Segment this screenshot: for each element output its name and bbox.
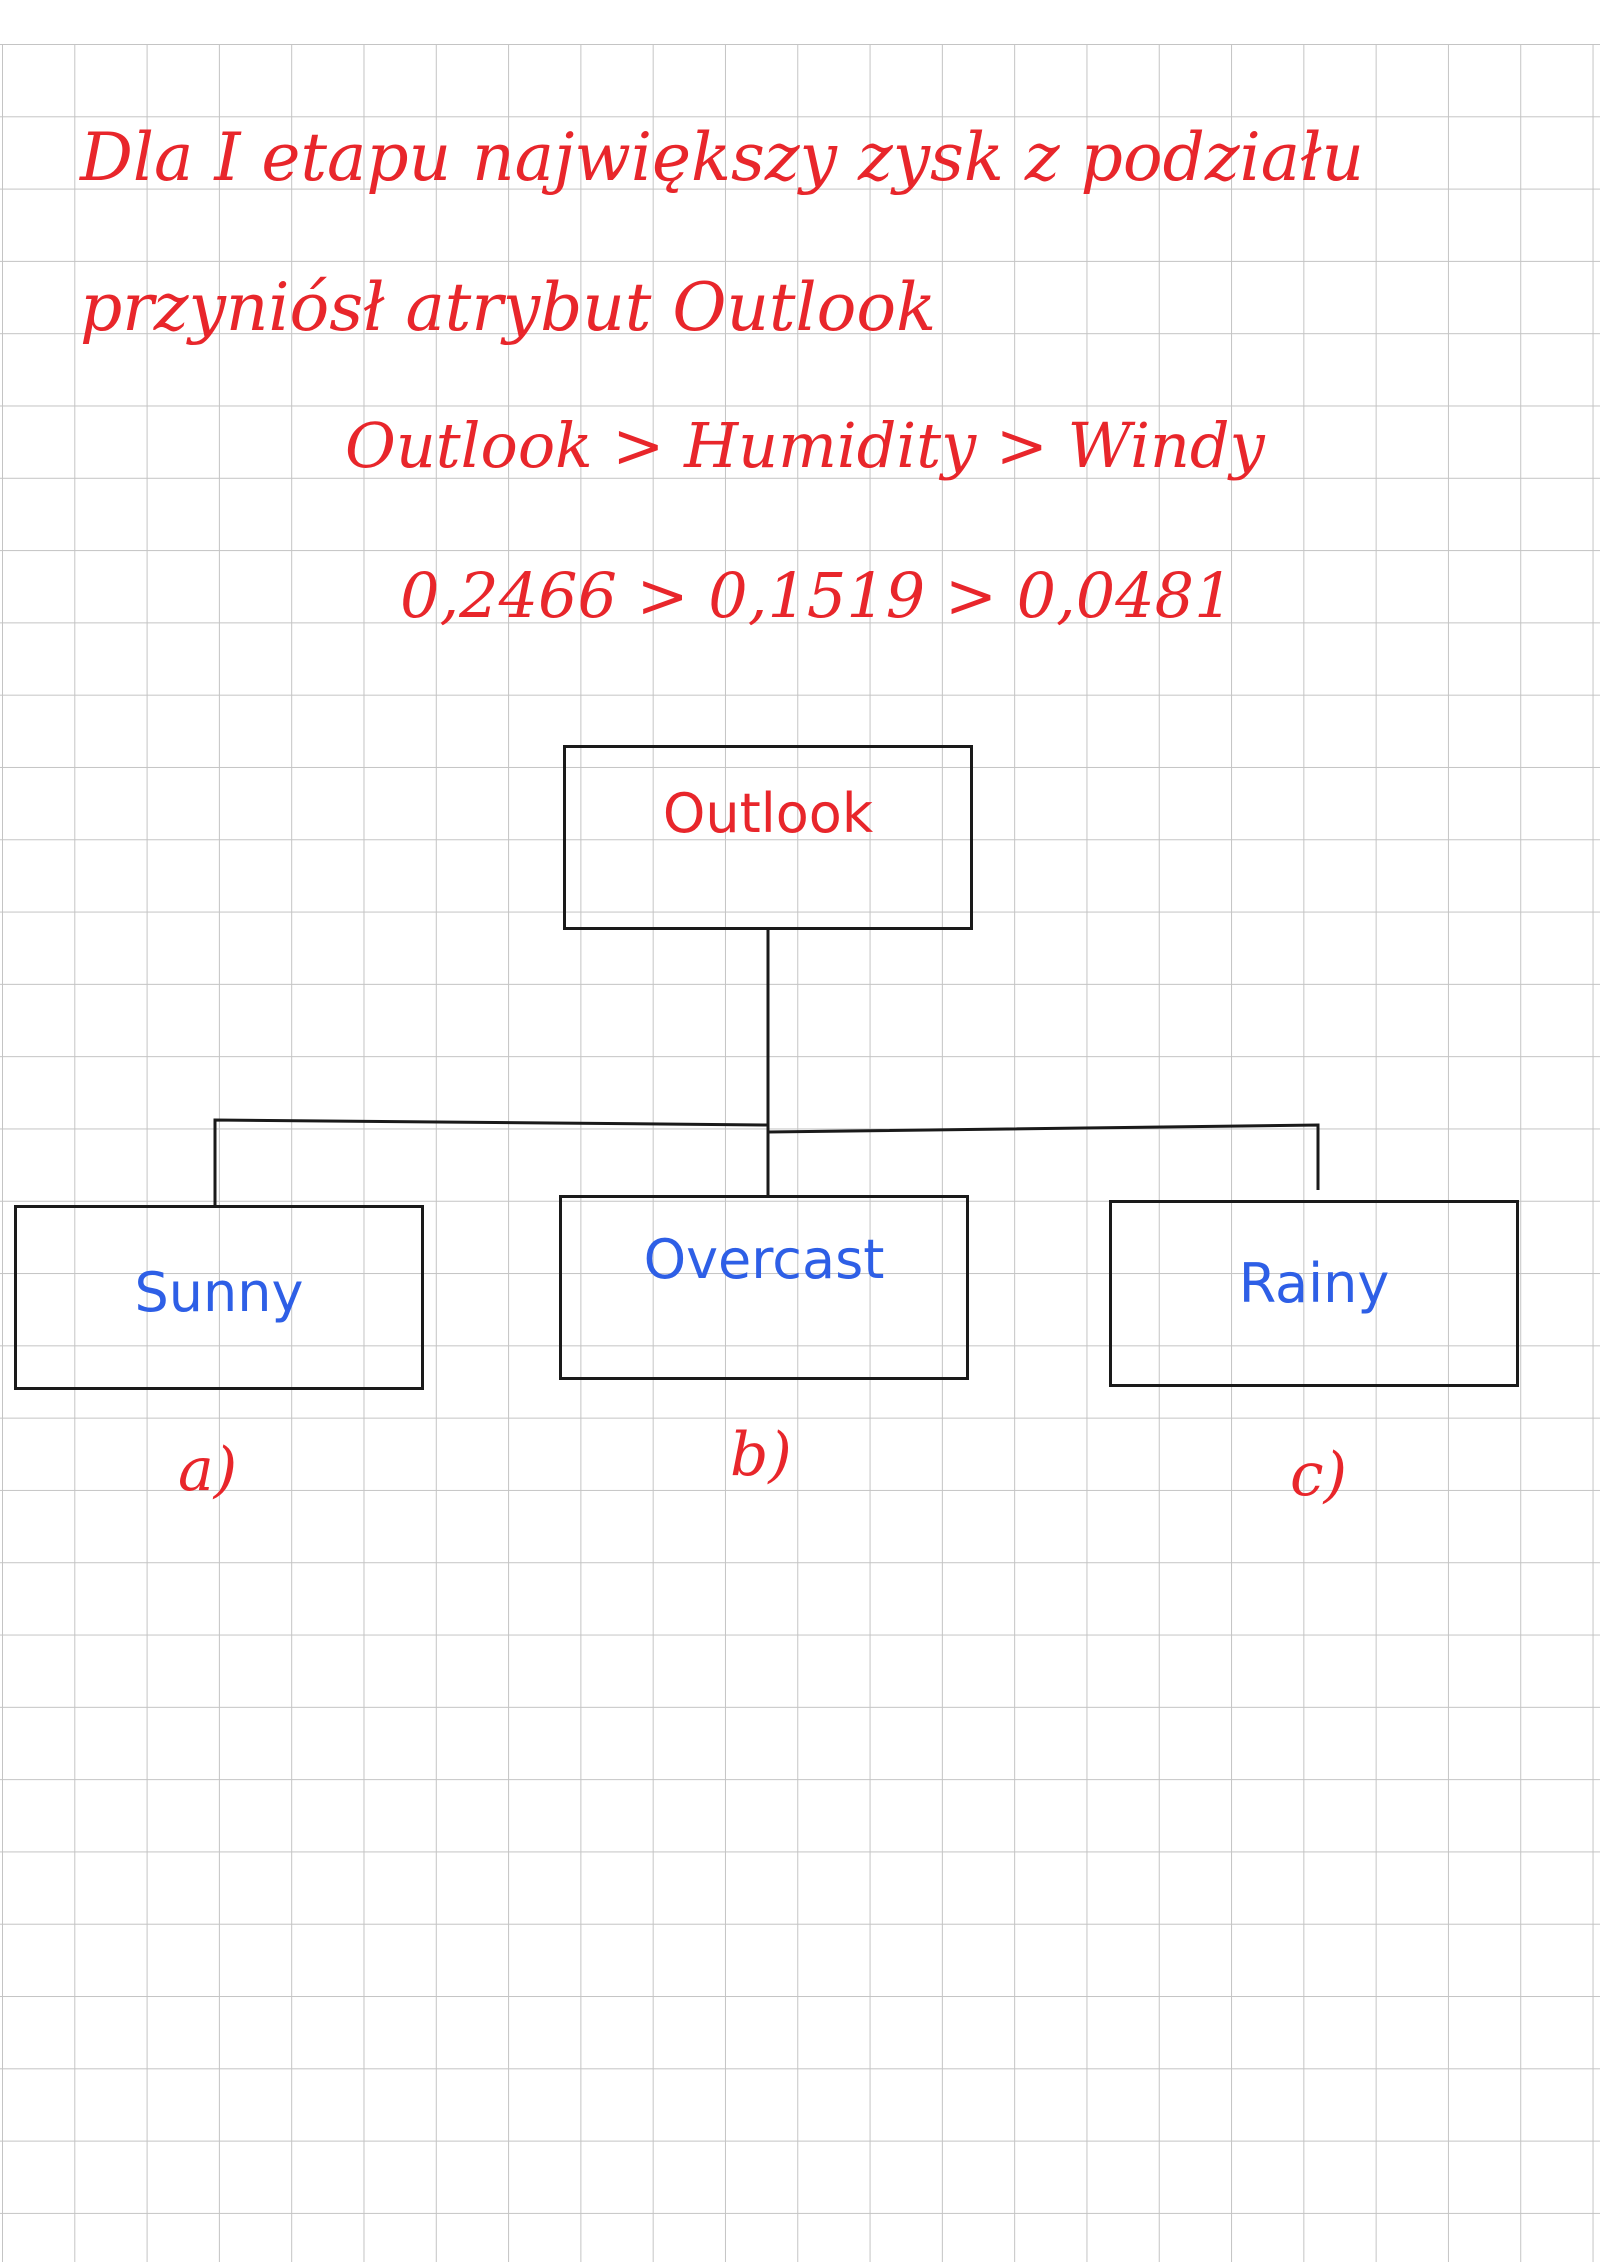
- branch-line-rainy: [767, 1123, 1320, 1190]
- tree-node-sunny-label: Sunny: [134, 1261, 304, 1324]
- branch-marker-a: a): [178, 1435, 238, 1505]
- branch-marker-c: c): [1290, 1440, 1348, 1510]
- tree-node-rainy: Rainy: [1109, 1200, 1519, 1387]
- tree-node-overcast: Overcast: [559, 1195, 969, 1380]
- note-line-2: przyniósł atrybut Outlook: [80, 269, 937, 346]
- note-attribute-ranking: Outlook > Humidity > Windy: [345, 409, 1265, 482]
- grid-paper: [0, 44, 1600, 2262]
- note-gain-values: 0,2466 > 0,1519 > 0,0481: [400, 559, 1234, 632]
- branch-line-sunny: [213, 1118, 769, 1205]
- note-line-1: Dla I etapu największy zysk z podziału: [80, 119, 1364, 196]
- tree-node-rainy-label: Rainy: [1238, 1252, 1390, 1315]
- branch-marker-b: b): [730, 1420, 792, 1490]
- tree-node-outlook-label: Outlook: [662, 782, 874, 845]
- tree-node-sunny: Sunny: [14, 1205, 424, 1390]
- tree-node-overcast-label: Overcast: [643, 1228, 885, 1291]
- tree-node-outlook: Outlook: [563, 745, 973, 930]
